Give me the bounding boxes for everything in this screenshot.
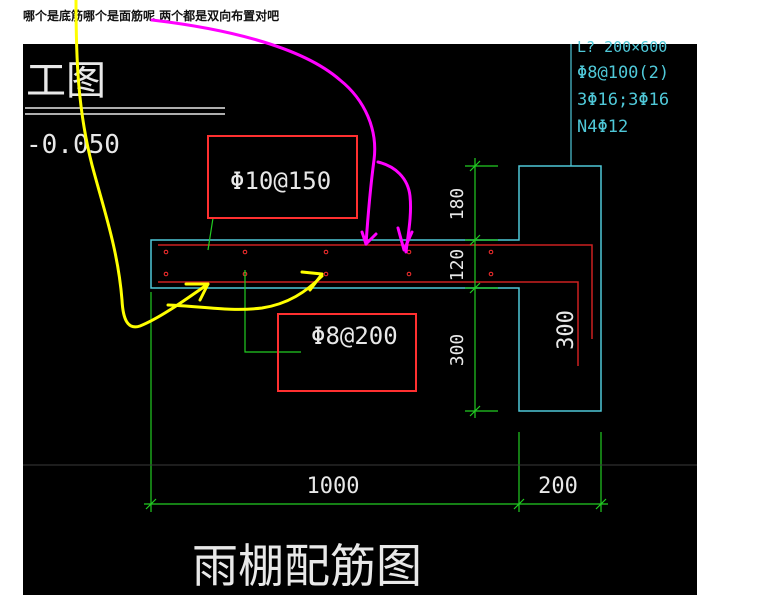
- bottom-rebar-label-box: [277, 313, 417, 392]
- horizontal-dimension-lines: [144, 292, 608, 512]
- vertical-dimension-lines: [465, 158, 498, 418]
- magenta-arrowhead-1: [360, 230, 378, 246]
- top-rebar-label: Φ10@150: [230, 167, 331, 195]
- beam-spec-line-4: N4Φ12: [577, 117, 628, 137]
- yellow-arrowhead-1: [184, 282, 210, 302]
- bottom-rebar-label: Φ8@200: [311, 322, 398, 350]
- post-question-text: 哪个是底筋哪个是面筋呢 两个都是双向布置对吧: [23, 9, 280, 23]
- cad-drawing-screenshot: [23, 44, 697, 595]
- beam-spec-line-1: L? 200×600: [577, 38, 667, 56]
- yellow-arrowhead-2: [300, 270, 324, 292]
- beam-spec-line-3: 3Φ16;3Φ16: [577, 90, 669, 110]
- dim-slab-thickness: 120: [447, 249, 468, 282]
- yellow-annotation-stroke: [74, 0, 210, 329]
- top-rebar: [158, 244, 593, 339]
- partial-drawing-title: 工图: [26, 58, 106, 104]
- bottom-rebar: [158, 281, 579, 366]
- dim-upper-height: 180: [447, 188, 468, 221]
- bottom-rebar-leader: [244, 270, 301, 353]
- magenta-arrowhead-2: [396, 226, 414, 252]
- yellow-annotation-stroke-2: [166, 274, 324, 311]
- magenta-annotation-stroke-2: [376, 160, 412, 254]
- slab-and-beam-outline: [150, 165, 602, 412]
- dim-cantilever-length: 1000: [307, 474, 360, 499]
- beam-spec-line-2: Φ8@100(2): [577, 63, 669, 83]
- dim-beam-height: 300: [554, 310, 579, 350]
- rebar-dots: [163, 249, 494, 277]
- drawing-title: 雨棚配筋图: [192, 539, 422, 593]
- dim-lower-height: 300: [447, 334, 468, 367]
- top-rebar-label-box: [207, 135, 358, 219]
- elevation-label: -0.050: [26, 130, 120, 160]
- magenta-annotation-stroke: [150, 18, 377, 246]
- dim-beam-width: 200: [538, 474, 578, 499]
